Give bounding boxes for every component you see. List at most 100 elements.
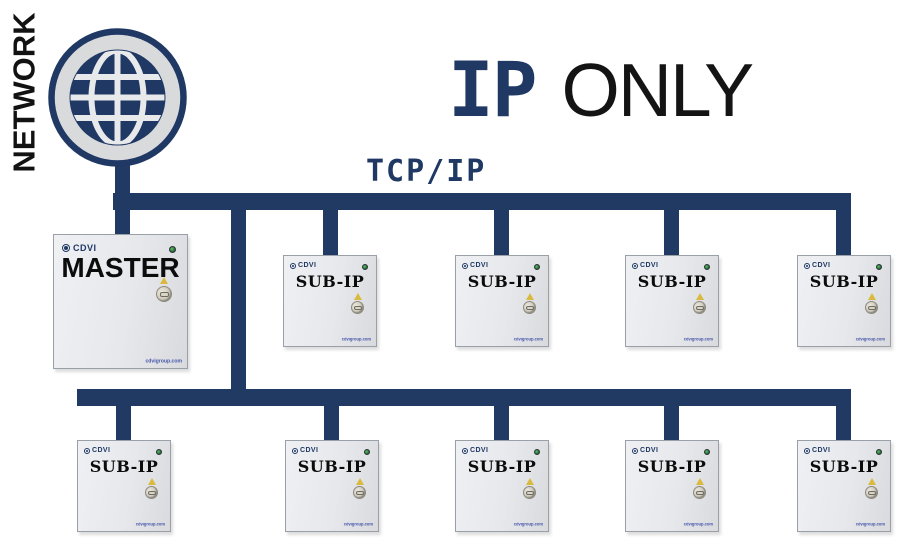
cdvi-logo-icon: [84, 447, 90, 454]
cdvi-brand: CDVI: [292, 447, 318, 454]
brand-text: CDVI: [470, 447, 489, 454]
sub-ip-controller-row2-4: CDVI SUB-IP cdvigroup.com: [625, 440, 719, 532]
warning-triangle-icon: [148, 478, 156, 485]
device-footer-url: cdvigroup.com: [343, 522, 373, 527]
device-footer-url: cdvigroup.com: [855, 337, 885, 342]
page-title: IP ONLY: [448, 45, 755, 134]
warning-triangle-icon: [526, 478, 534, 485]
cdvi-logo-icon: [462, 262, 468, 269]
device-label: SUB-IP: [297, 457, 367, 476]
device-footer-url: cdvigroup.com: [135, 522, 165, 527]
drop-line-row1-sub3: [664, 210, 679, 256]
device-footer-url: cdvigroup.com: [855, 522, 885, 527]
device-label: SUB-IP: [467, 457, 537, 476]
drop-line-row2-sub1: [116, 406, 131, 441]
status-led-icon: [876, 449, 882, 455]
drop-line-row1-sub4: [836, 210, 851, 256]
key-lock-icon: [693, 486, 706, 499]
tcp-ip-label: TCP/IP: [366, 154, 487, 189]
brand-text: CDVI: [298, 262, 317, 269]
drop-line-row2-sub2: [324, 406, 339, 441]
sub-ip-controller-row2-3: CDVI SUB-IP cdvigroup.com: [455, 440, 549, 532]
sub-ip-controller-row1-4: CDVI SUB-IP cdvigroup.com: [797, 255, 891, 347]
globe-network-icon: [48, 28, 187, 167]
device-footer-url: cdvigroup.com: [513, 337, 543, 342]
device-label: SUB-IP: [295, 272, 365, 291]
device-footer-url: cdvigroup.com: [145, 358, 182, 364]
device-label: SUB-IP: [467, 272, 537, 291]
network-label: NETWORK: [6, 12, 42, 173]
title-only: ONLY: [561, 48, 755, 132]
device-label: MASTER: [61, 252, 180, 283]
cdvi-logo-icon: [62, 244, 70, 252]
sub-ip-controller-row1-1: CDVI SUB-IP cdvigroup.com: [283, 255, 377, 347]
cdvi-brand: CDVI: [84, 447, 110, 454]
brand-text: CDVI: [92, 447, 111, 454]
cdvi-brand: CDVI: [632, 262, 658, 269]
warning-triangle-icon: [160, 277, 168, 284]
key-lock-icon: [156, 286, 172, 302]
warning-triangle-icon: [696, 478, 704, 485]
cdvi-brand: CDVI: [632, 447, 658, 454]
drop-line-row2-sub4: [664, 406, 679, 441]
cdvi-brand: CDVI: [290, 262, 316, 269]
status-led-icon: [169, 246, 176, 253]
cdvi-logo-icon: [290, 262, 296, 269]
brand-text: CDVI: [640, 262, 659, 269]
title-ip: IP: [448, 45, 538, 134]
status-led-icon: [704, 449, 710, 455]
key-lock-icon: [523, 301, 536, 314]
drop-line-row1-sub2: [494, 210, 509, 256]
device-label: SUB-IP: [637, 457, 707, 476]
key-lock-icon: [865, 486, 878, 499]
device-label: SUB-IP: [637, 272, 707, 291]
warning-triangle-icon: [868, 478, 876, 485]
device-footer-url: cdvigroup.com: [683, 522, 713, 527]
sub-ip-controller-row2-2: CDVI SUB-IP cdvigroup.com: [285, 440, 379, 532]
key-lock-icon: [865, 301, 878, 314]
cdvi-brand: CDVI: [804, 262, 830, 269]
drop-line-row2-sub3: [494, 406, 509, 441]
sub-ip-controller-row1-3: CDVI SUB-IP cdvigroup.com: [625, 255, 719, 347]
warning-triangle-icon: [696, 293, 704, 300]
cdvi-brand: CDVI: [462, 447, 488, 454]
warning-triangle-icon: [354, 293, 362, 300]
key-lock-icon: [353, 486, 366, 499]
status-led-icon: [534, 449, 540, 455]
cdvi-logo-icon: [632, 447, 638, 454]
drop-line-row2-sub5: [836, 406, 851, 441]
cdvi-brand: CDVI: [804, 447, 830, 454]
status-led-icon: [704, 264, 710, 270]
cdvi-brand: CDVI: [462, 262, 488, 269]
sub-ip-controller-row2-5: CDVI SUB-IP cdvigroup.com: [797, 440, 891, 532]
key-lock-icon: [693, 301, 706, 314]
tcp-ip-bottom-bus-line: [77, 389, 851, 406]
cdvi-brand: CDVI: [62, 243, 97, 253]
device-label: SUB-IP: [809, 457, 879, 476]
brand-text: CDVI: [812, 262, 831, 269]
warning-triangle-icon: [526, 293, 534, 300]
key-lock-icon: [523, 486, 536, 499]
device-label: SUB-IP: [89, 457, 159, 476]
tcp-ip-top-bus-line: [113, 193, 851, 210]
status-led-icon: [364, 449, 370, 455]
trunk-line-to-row2: [231, 210, 246, 392]
status-led-icon: [156, 449, 162, 455]
status-led-icon: [362, 264, 368, 270]
warning-triangle-icon: [356, 478, 364, 485]
status-led-icon: [876, 264, 882, 270]
brand-text: CDVI: [640, 447, 659, 454]
sub-ip-controller-row1-2: CDVI SUB-IP cdvigroup.com: [455, 255, 549, 347]
brand-text: CDVI: [812, 447, 831, 454]
device-footer-url: cdvigroup.com: [341, 337, 371, 342]
brand-text: CDVI: [470, 262, 489, 269]
drop-line-row1-sub1: [323, 210, 338, 256]
cdvi-logo-icon: [804, 262, 810, 269]
cdvi-logo-icon: [632, 262, 638, 269]
key-lock-icon: [351, 301, 364, 314]
cdvi-logo-icon: [292, 447, 298, 454]
key-lock-icon: [145, 486, 158, 499]
brand-text: CDVI: [73, 243, 97, 253]
warning-triangle-icon: [868, 293, 876, 300]
